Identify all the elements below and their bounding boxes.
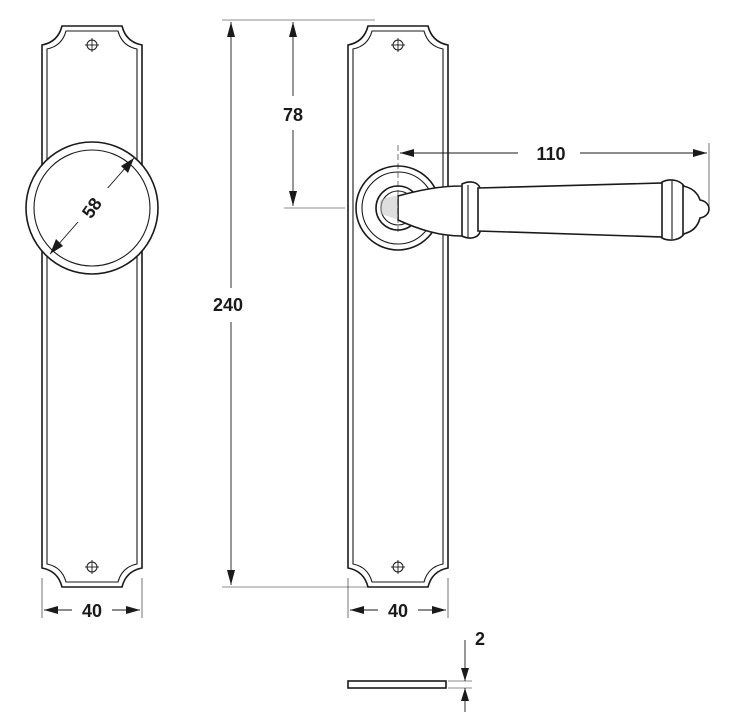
- plate-side-view: [347, 680, 447, 689]
- left-bottom-screw-icon: [85, 560, 99, 574]
- left-top-screw-icon: [85, 38, 99, 52]
- right-backplate: [347, 25, 449, 588]
- lever-offset-label: 78: [283, 105, 303, 125]
- left-width-label: 40: [82, 601, 102, 621]
- left-backplate: [41, 25, 143, 588]
- plate-height-label: 240: [213, 295, 243, 315]
- lever-length-label: 110: [536, 144, 565, 164]
- lever-handle: [380, 179, 710, 241]
- right-top-screw-icon: [391, 38, 405, 52]
- lever-length-dimension: 110: [400, 143, 710, 208]
- plate-height-dimension: 240: [213, 19, 375, 588]
- plate-thickness-dimension: 2: [448, 629, 485, 712]
- right-width-label: 40: [388, 601, 408, 621]
- right-bottom-screw-icon: [391, 560, 405, 574]
- lever-offset-dimension: 78: [283, 22, 345, 209]
- knob-diameter-dimension: 58: [49, 157, 135, 255]
- left-width-dimension: 40: [41, 578, 143, 621]
- plate-thickness-label: 2: [475, 629, 485, 649]
- right-width-dimension: 40: [347, 578, 449, 621]
